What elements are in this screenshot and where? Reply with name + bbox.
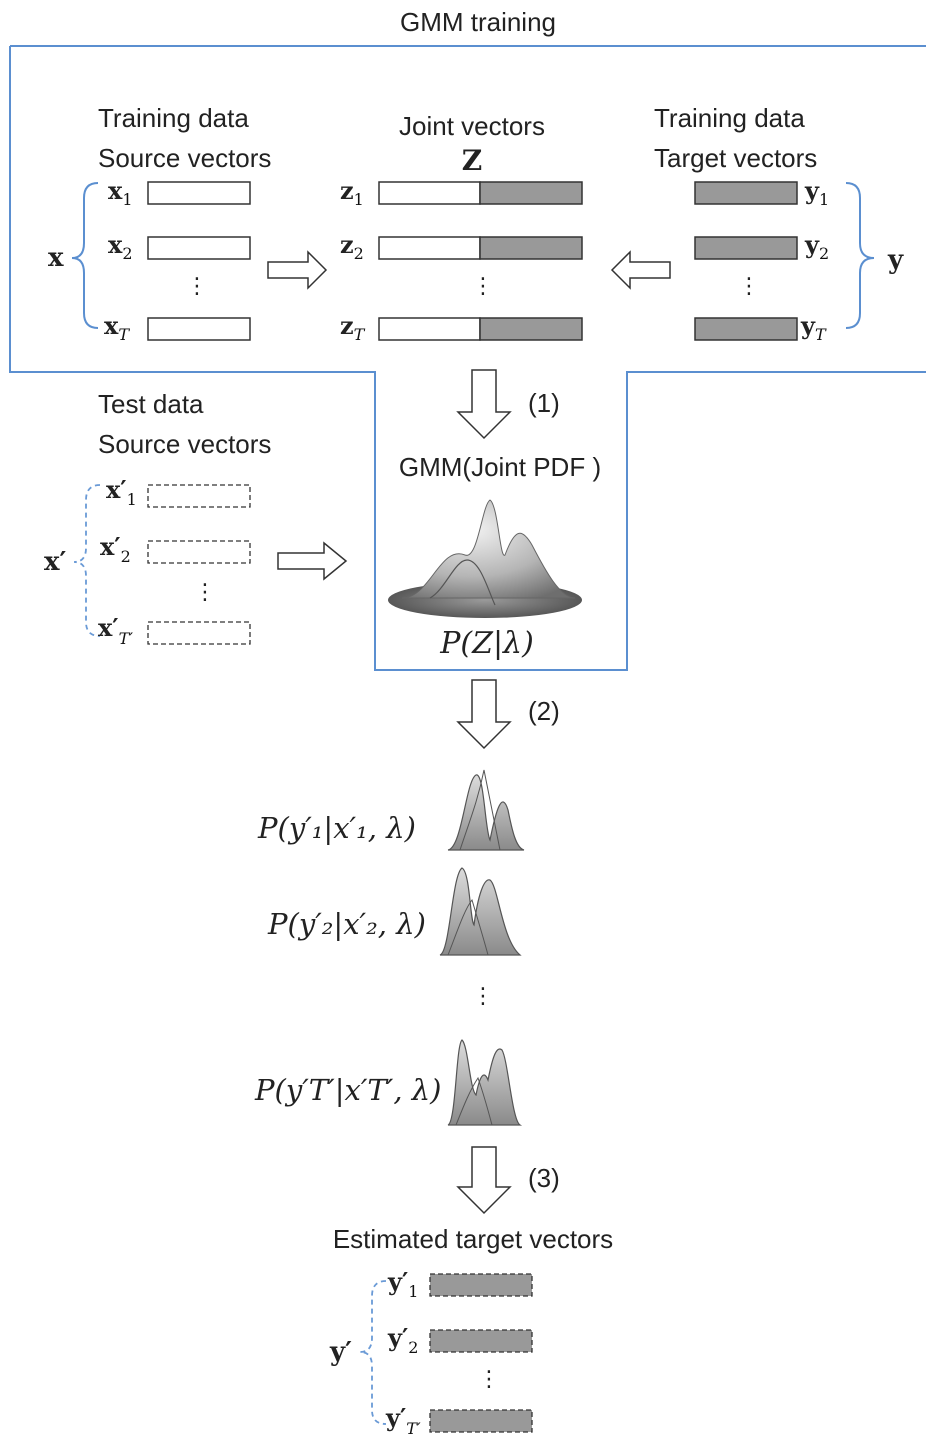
conditional-pdf-1-image [447, 769, 525, 851]
step-1-label: (1) [528, 388, 560, 418]
x2-vector [147, 236, 251, 260]
x1-label: x1 [108, 176, 133, 209]
joint-pdf-image [388, 499, 582, 618]
training-source-heading-1: Training data [98, 103, 249, 133]
x2prime-vector [147, 540, 251, 564]
y2prime-label: y′2 [387, 1323, 418, 1357]
test-brace [73, 484, 101, 637]
arrow-test-to-model [277, 541, 348, 581]
y1prime-label: y′1 [387, 1267, 418, 1301]
target-group-label: y [887, 245, 904, 275]
arrow-step-3 [456, 1146, 512, 1215]
z2-vector-source [378, 236, 481, 260]
training-source-heading-2: Source vectors [98, 143, 271, 173]
zT-vector-target [479, 317, 583, 341]
y2-vector [694, 236, 798, 260]
gmm-formula: P(Z|λ) [439, 626, 534, 661]
conditional-pdf-T: P(y′T′|x′T′, λ) [254, 1073, 442, 1107]
y1prime-vector [429, 1273, 533, 1297]
x-vdots: ⋮ [186, 274, 208, 299]
xTprime-vector [147, 621, 251, 645]
xT-vector [147, 317, 251, 341]
training-frame [9, 45, 926, 671]
zT-vector-source [378, 317, 481, 341]
conditional-pdf-1: P(y′₁|x′₁, λ) [257, 811, 416, 845]
y1-vector [694, 181, 798, 205]
z1-vector-source [378, 181, 481, 205]
arrow-step-1 [456, 369, 512, 440]
output-group-label: y′ [329, 1337, 352, 1367]
x1prime-vector [147, 484, 251, 508]
joint-symbol: Z [462, 144, 482, 177]
z2-vector-target [479, 236, 583, 260]
training-target-heading-1: Training data [654, 103, 805, 133]
conditional-pdf-2: P(y′₂|x′₂, λ) [267, 907, 426, 941]
test-group-label: x′ [44, 547, 67, 577]
y-prime-vdots: ⋮ [478, 1367, 500, 1392]
zT-label: zT [340, 311, 366, 344]
step-2-label: (2) [528, 696, 560, 726]
arrow-step-2 [456, 679, 512, 750]
source-group-label: x [48, 243, 64, 273]
arrow-target-to-joint [610, 250, 671, 290]
yT-label: yT [800, 311, 827, 344]
yTprime-label: y′T′ [385, 1403, 421, 1438]
z-vdots: ⋮ [472, 274, 494, 299]
frame-title: GMM training [400, 7, 556, 37]
x1-vector [147, 181, 251, 205]
x2prime-label: x′2 [100, 532, 131, 566]
gmm-title: GMM(Joint PDF ) [399, 452, 601, 482]
arrow-source-to-joint [267, 250, 328, 290]
source-brace [71, 182, 99, 329]
output-brace [359, 1280, 387, 1425]
x1prime-label: x′1 [106, 475, 137, 509]
training-target-heading-2: Target vectors [654, 143, 817, 173]
xTprime-label: x′T′ [98, 613, 133, 648]
z2-label: z2 [340, 230, 364, 263]
conditional-vdots: ⋮ [472, 984, 494, 1009]
step-3-label: (3) [528, 1163, 560, 1193]
y2-label: y2 [804, 230, 829, 263]
test-heading-1: Test data [98, 389, 204, 419]
z1-label: z1 [340, 176, 364, 209]
target-brace [845, 182, 875, 329]
conditional-pdf-T-image [447, 1039, 523, 1126]
y2prime-vector [429, 1329, 533, 1353]
yT-vector [694, 317, 798, 341]
y-vdots: ⋮ [738, 274, 760, 299]
test-heading-2: Source vectors [98, 429, 271, 459]
z1-vector-target [479, 181, 583, 205]
x-prime-vdots: ⋮ [194, 580, 216, 605]
xT-label: xT [104, 311, 130, 344]
yTprime-vector [429, 1409, 533, 1433]
output-heading: Estimated target vectors [333, 1224, 613, 1254]
x2-label: x2 [108, 230, 133, 263]
joint-heading: Joint vectors [399, 111, 545, 141]
y1-label: y1 [804, 176, 829, 209]
conditional-pdf-2-image [439, 867, 522, 956]
